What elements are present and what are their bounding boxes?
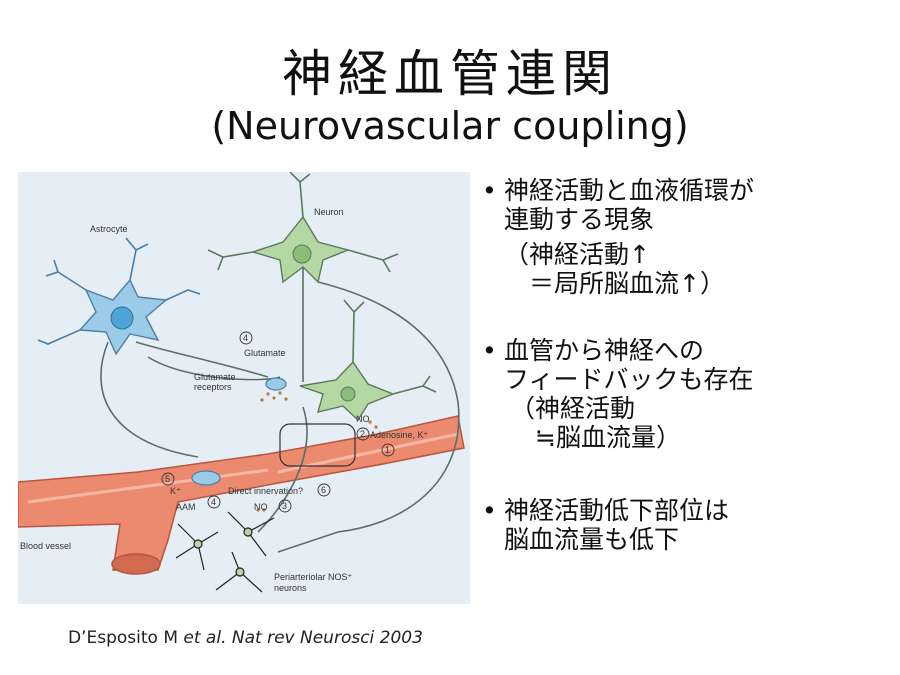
label-k-plus: K⁺ bbox=[170, 486, 181, 496]
blood-vessel bbox=[18, 415, 465, 575]
bullet-item-1: • 神経活動と血液循環が 連動する現象 （神経活動↑ ＝局所脳血流↑） bbox=[478, 176, 888, 298]
label-periarteriolar-2: neurons bbox=[274, 583, 307, 593]
bullet-2-line-2: フィードバックも存在 bbox=[504, 365, 754, 394]
number-2: 2 bbox=[360, 429, 365, 439]
number-4-glutamate: 4 bbox=[243, 333, 248, 343]
label-astrocyte: Astrocyte bbox=[90, 224, 128, 234]
bullet-dot: • bbox=[482, 336, 497, 365]
label-no-top: NO bbox=[356, 414, 370, 424]
number-5: 5 bbox=[165, 474, 170, 484]
upper-neuron bbox=[207, 172, 399, 284]
figure-background bbox=[18, 172, 470, 604]
neurovascular-diagram: Neuron Astrocyte Glutamate Glutamate rec… bbox=[18, 172, 470, 604]
bullet-2-line-1: 血管から神経への bbox=[504, 336, 705, 365]
number-circles bbox=[161, 331, 395, 513]
label-no-bottom: NO bbox=[254, 502, 268, 512]
label-glutamate: Glutamate bbox=[244, 348, 286, 358]
citation-authors: D’Esposito M bbox=[68, 628, 184, 648]
neurotransmitter-dots bbox=[256, 391, 378, 512]
bullet-item-3: • 神経活動低下部位は 脳血流量も低下 bbox=[478, 496, 888, 554]
label-neuron: Neuron bbox=[314, 207, 344, 217]
slide-title: 神経血管連関 bbox=[282, 45, 618, 103]
lower-neuron bbox=[299, 299, 437, 422]
bullet-1-sub-1: （神経活動↑ bbox=[504, 240, 650, 269]
neurovascular-figure: Neuron Astrocyte Glutamate Glutamate rec… bbox=[18, 172, 470, 604]
number-6: 6 bbox=[321, 485, 326, 495]
periarteriolar-neurons bbox=[175, 511, 275, 593]
label-periarteriolar-1: Periarteriolar NOS⁺ bbox=[274, 572, 353, 582]
bullet-dot: • bbox=[482, 496, 497, 525]
number-3: 3 bbox=[282, 501, 287, 511]
bullet-list: • 神経活動と血液循環が 連動する現象 （神経活動↑ ＝局所脳血流↑） • 血管… bbox=[478, 176, 888, 554]
bullet-1-line-2: 連動する現象 bbox=[504, 205, 655, 234]
number-4-aam: 4 bbox=[211, 497, 216, 507]
innervation-box bbox=[279, 423, 356, 467]
label-direct-innervation: Direct innervation? bbox=[228, 486, 303, 496]
label-glutamate-receptors-2: receptors bbox=[194, 382, 232, 392]
bullet-3-line-1: 神経活動低下部位は bbox=[504, 496, 730, 525]
astrocyte-cell bbox=[37, 237, 287, 486]
label-adenosine: Adenosine, K⁺ bbox=[370, 430, 429, 440]
number-1: 1 bbox=[385, 445, 390, 455]
label-aam: AAM bbox=[176, 502, 196, 512]
slide-subtitle: (Neurovascular coupling) bbox=[211, 104, 689, 148]
bullet-2-sub-1: （神経活動 bbox=[510, 394, 636, 423]
label-glutamate-receptors-1: Glutamate bbox=[194, 372, 236, 382]
bullet-item-2: • 血管から神経への フィードバックも存在 （神経活動 ≒脳血流量） bbox=[478, 336, 888, 452]
bullet-2-sub-2: ≒脳血流量） bbox=[510, 423, 681, 452]
citation: D’Esposito M et al. Nat rev Neurosci 200… bbox=[68, 628, 423, 648]
bullet-1-sub-2: ＝局所脳血流↑） bbox=[504, 269, 725, 298]
bullet-dot: • bbox=[482, 176, 497, 205]
label-blood-vessel: Blood vessel bbox=[20, 541, 71, 551]
citation-journal: et al. Nat rev Neurosci 2003 bbox=[183, 628, 423, 648]
bullet-3-line-2: 脳血流量も低下 bbox=[504, 525, 680, 554]
bullet-1-line-1: 神経活動と血液循環が bbox=[504, 176, 755, 205]
